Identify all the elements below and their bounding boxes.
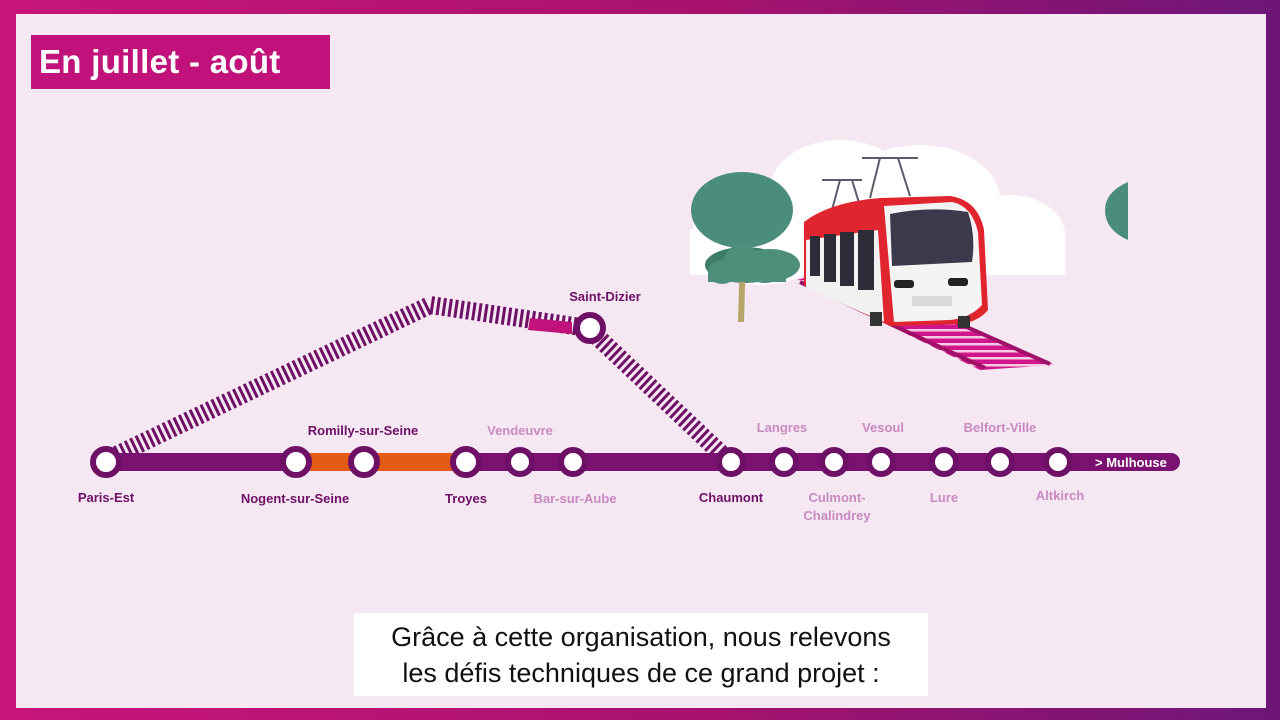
subtitle-line-2: les défis techniques de ce grand projet … [402,658,880,688]
content-panel [16,14,1266,708]
label-altkirch: Altkirch [1036,488,1084,503]
station-nogent [280,446,312,478]
station-culmont [819,447,849,477]
station-saint-dizier [574,312,606,344]
period-badge: En juillet - août [31,35,330,89]
label-vesoul: Vesoul [862,420,904,435]
label-nogent: Nogent-sur-Seine [241,491,349,506]
label-saint-dizier: Saint-Dizier [569,289,641,304]
train-icon [804,157,988,328]
label-belfort: Belfort-Ville [964,420,1037,435]
station-vendeuvre [505,447,535,477]
station-langres [769,447,799,477]
label-chaumont: Chaumont [699,490,764,505]
label-bar-sur-aube: Bar-sur-Aube [533,491,616,506]
subtitle-line-1: Grâce à cette organisation, nous relevon… [391,622,891,652]
main-line [104,453,1180,471]
label-troyes: Troyes [445,491,487,506]
station-belfort [985,447,1015,477]
detour-line [102,295,737,469]
label-langres: Langres [757,420,808,435]
station-chaumont [716,447,746,477]
label-culmont-2: Chalindrey [803,508,871,523]
station-paris-est [90,446,122,478]
station-labels: Paris-Est Nogent-sur-Seine Romilly-sur-S… [78,289,1167,523]
station-lure [929,447,959,477]
label-paris-est: Paris-Est [78,490,135,505]
station-romilly [348,446,380,478]
stations [90,312,1073,478]
label-vendeuvre: Vendeuvre [487,423,553,438]
station-altkirch [1043,447,1073,477]
tree-edge-icon [1105,182,1128,240]
station-bar-sur-aube [558,447,588,477]
label-culmont-1: Culmont- [808,490,865,505]
label-romilly: Romilly-sur-Seine [308,423,419,438]
station-vesoul [866,447,896,477]
subtitle-caption: Grâce à cette organisation, nous relevon… [354,613,928,696]
label-lure: Lure [930,490,958,505]
bush-icon [708,244,786,284]
station-troyes [450,446,482,478]
label-mulhouse: > Mulhouse [1095,455,1167,470]
